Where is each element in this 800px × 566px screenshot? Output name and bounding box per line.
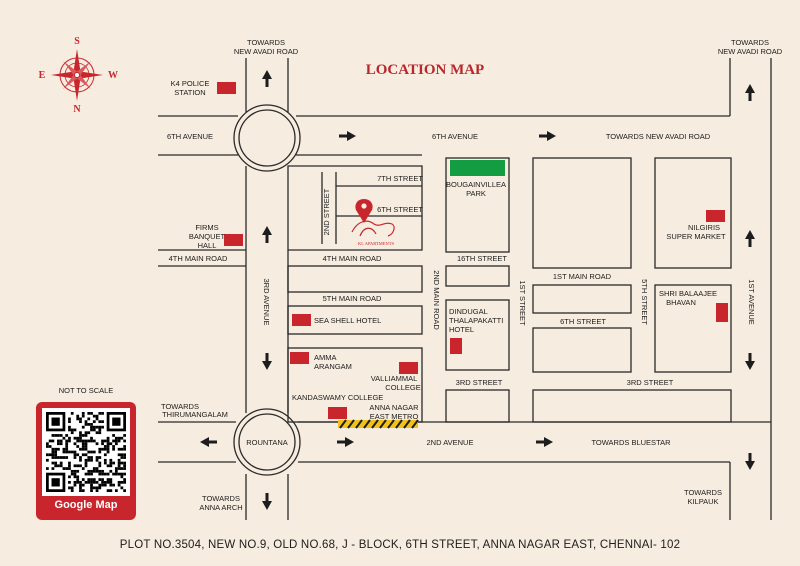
sixth-street-mid-label: 6TH STREET xyxy=(560,317,606,326)
valliammal-label-1: VALLIAMMAL xyxy=(371,374,418,383)
direction-arrows xyxy=(200,70,755,510)
google-map-label: Google Map xyxy=(54,499,118,511)
towards-new-avadi-right-2: NEW AVADI ROAD xyxy=(718,47,783,56)
google-map-qr-button[interactable]: Google Map xyxy=(36,402,136,520)
towards-kilpauk-1: TOWARDS xyxy=(684,488,722,497)
third-street-left-label: 3RD STREET xyxy=(456,378,503,387)
towards-bluestar-label: TOWARDS BLUESTAR xyxy=(591,438,671,447)
kandaswamy-marker xyxy=(328,407,347,419)
first-street-label: 1ST STREET xyxy=(518,280,527,326)
anna-nagar-metro-label-2: EAST METRO xyxy=(370,412,419,421)
address-line: PLOT NO.3504, NEW NO.9, OLD NO.68, J - B… xyxy=(119,539,681,551)
amma-arangam-label-1: AMMA xyxy=(314,353,337,362)
amma-arangam-marker xyxy=(290,352,309,364)
towards-kilpauk-2: KILPAUK xyxy=(687,497,718,506)
map-title: LOCATION MAP xyxy=(366,62,484,78)
sixth-street-top-label: 6TH STREET xyxy=(377,205,423,214)
towards-thirumangalam-1: TOWARDS xyxy=(161,402,199,411)
firms-hall-marker xyxy=(224,234,243,246)
property-location-pin-icon xyxy=(355,199,373,223)
first-main-road-label: 1ST MAIN ROAD xyxy=(553,272,612,281)
landmark-labels: K4 POLICE STATION FIRMS BANQUET HALL BOU… xyxy=(171,79,726,421)
k4-police-label-1: K4 POLICE xyxy=(171,79,210,88)
sea-shell-marker xyxy=(292,314,311,326)
firms-label-1: FIRMS xyxy=(195,223,218,232)
rountana-label: ROUNTANA xyxy=(246,438,288,447)
bougainvillea-label-2: PARK xyxy=(466,189,486,198)
first-avenue-label: 1ST AVENUE xyxy=(747,279,756,325)
fifth-street-label: 5TH STREET xyxy=(640,279,649,325)
second-main-road-label: 2ND MAIN ROAD xyxy=(432,270,441,330)
towards-thirumangalam-2: THIRUMANGALAM xyxy=(162,410,228,419)
compass-left-letter: E xyxy=(39,70,46,81)
fourth-main-mid-label: 4TH MAIN ROAD xyxy=(323,254,382,263)
metro-construction-strip xyxy=(338,419,419,429)
kandaswamy-label: KANDASWAMY COLLEGE xyxy=(292,393,383,402)
k4-police-marker xyxy=(217,82,236,94)
shri-balaajee-label-2: BHAVAN xyxy=(666,298,696,307)
property-brand: KL APARTMENTS xyxy=(358,241,395,246)
valliammal-marker xyxy=(399,362,418,374)
dindugal-label-2: THALAPAKATTI xyxy=(449,316,503,325)
kl-apartments-logo: KL APARTMENTS xyxy=(351,220,395,246)
dindugal-marker xyxy=(450,338,462,354)
towards-new-avadi-left-2: NEW AVADI ROAD xyxy=(234,47,299,56)
dindugal-label-3: HOTEL xyxy=(449,325,474,334)
third-avenue-label: 3RD AVENUE xyxy=(262,279,271,326)
park-green-marker xyxy=(450,160,505,176)
towards-anna-arch-1: TOWARDS xyxy=(202,494,240,503)
second-avenue-label: 2ND AVENUE xyxy=(427,438,474,447)
compass-right-letter: W xyxy=(108,70,118,81)
city-blocks xyxy=(287,157,732,423)
compass-top-letter: S xyxy=(74,36,80,47)
k4-police-label-2: STATION xyxy=(174,88,205,97)
fifth-main-road-label: 5TH MAIN ROAD xyxy=(323,294,382,303)
firms-label-2: BANQUET xyxy=(189,232,226,241)
sea-shell-label: SEA SHELL HOTEL xyxy=(314,316,381,325)
compass-bottom-letter: N xyxy=(73,104,81,115)
sixteenth-street-label: 16TH STREET xyxy=(457,254,507,263)
nilgiris-label-1: NILGIRIS xyxy=(688,223,720,232)
sixth-avenue-mid-label: 6TH AVENUE xyxy=(432,132,478,141)
nilgiris-label-2: SUPER MARKET xyxy=(666,232,726,241)
shri-balaajee-label-1: SHRI BALAAJEE xyxy=(659,289,717,298)
towards-new-avadi-left-1: TOWARDS xyxy=(247,38,285,47)
sixth-avenue-left-label: 6TH AVENUE xyxy=(167,132,213,141)
shri-balaajee-marker xyxy=(716,303,728,322)
street-labels: TOWARDS NEW AVADI ROAD TOWARDS NEW AVADI… xyxy=(161,38,783,512)
amma-arangam-label-2: ARANGAM xyxy=(314,362,352,371)
compass-rose-icon: S N E W xyxy=(39,36,118,115)
towards-new-avadi-road-label: TOWARDS NEW AVADI ROAD xyxy=(606,132,711,141)
bougainvillea-label-1: BOUGAINVILLEA xyxy=(446,180,506,189)
nilgiris-marker xyxy=(706,210,725,222)
fourth-main-left-label: 4TH MAIN ROAD xyxy=(169,254,228,263)
valliammal-label-2: COLLEGE xyxy=(385,383,420,392)
dindugal-label-1: DINDUGAL xyxy=(449,307,488,316)
qr-code-image xyxy=(42,408,130,496)
qr-code-icon xyxy=(46,412,126,492)
seventh-street-label: 7TH STREET xyxy=(377,174,423,183)
not-to-scale-label: NOT TO SCALE xyxy=(58,386,114,395)
third-street-right-label: 3RD STREET xyxy=(627,378,674,387)
anna-nagar-metro-label-1: ANNA NAGAR xyxy=(369,403,419,412)
second-street-label: 2ND STREET xyxy=(322,188,331,235)
firms-label-3: HALL xyxy=(198,241,217,250)
towards-new-avadi-right-1: TOWARDS xyxy=(731,38,769,47)
towards-anna-arch-2: ANNA ARCH xyxy=(199,503,242,512)
